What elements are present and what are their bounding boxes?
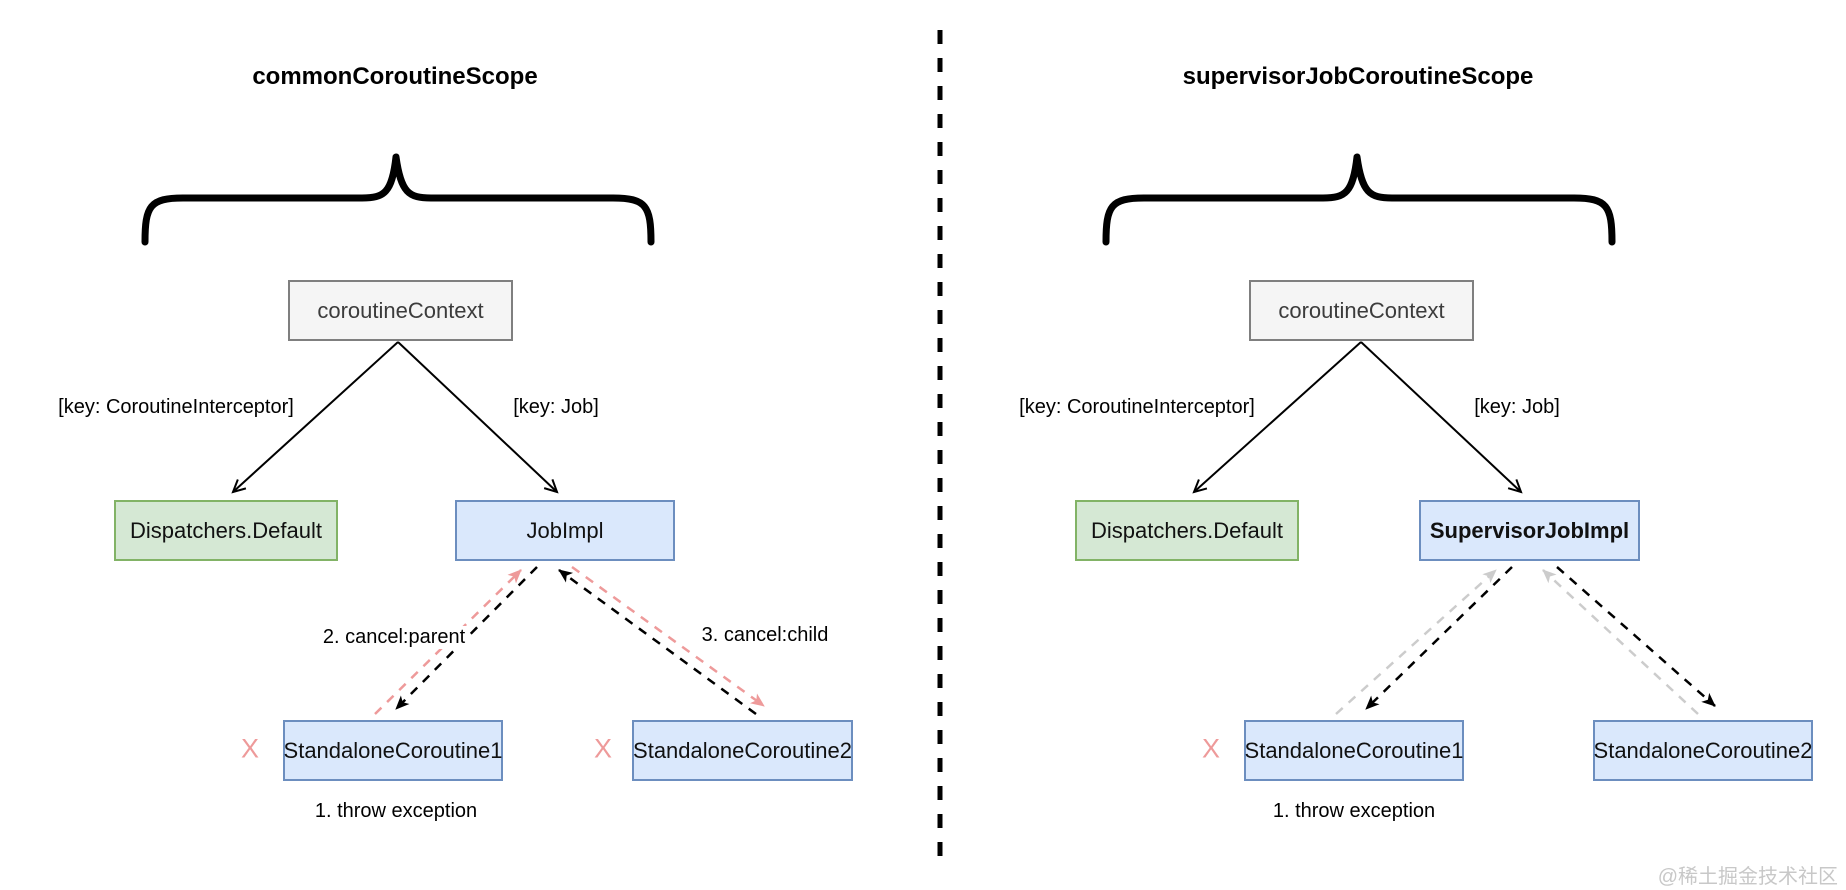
left-cancel-child-label: 3. cancel:child bbox=[699, 624, 831, 647]
right-coroutine-context-box: coroutineContext bbox=[1249, 280, 1474, 341]
arrow-left-child2-to-job-black bbox=[558, 568, 757, 716]
brace-left bbox=[141, 153, 655, 246]
left-jobimpl-box: JobImpl bbox=[455, 500, 675, 561]
arrow-right-child1-to-job-gray bbox=[1335, 569, 1497, 715]
left-diagram-title: commonCoroutineScope bbox=[252, 63, 538, 90]
left-key-interceptor-label: [key: CoroutineInterceptor] bbox=[56, 396, 296, 419]
watermark: @稀土掘金技术社区 bbox=[1657, 866, 1838, 888]
arrow-right-job-to-child2-black bbox=[1556, 566, 1716, 707]
left-coroutine-context-box: coroutineContext bbox=[288, 280, 513, 341]
arrow-right-context-to-job bbox=[1360, 341, 1523, 494]
right-supervisor-jobimpl-box: SupervisorJobImpl bbox=[1419, 500, 1640, 561]
arrow-left-cancel-child-pink bbox=[571, 565, 765, 708]
left-key-job-label: [key: Job] bbox=[511, 396, 601, 419]
right-key-job-label: [key: Job] bbox=[1472, 396, 1562, 419]
left-standalone-coroutine1-box: StandaloneCoroutine1 bbox=[283, 720, 503, 781]
brace-right bbox=[1102, 153, 1616, 246]
right-key-interceptor-label: [key: CoroutineInterceptor] bbox=[1017, 396, 1257, 419]
right-throw-exception-label: 1. throw exception bbox=[1270, 800, 1438, 823]
arrow-right-child2-to-job-gray bbox=[1542, 569, 1699, 715]
arrow-right-context-to-dispatcher bbox=[1192, 341, 1362, 494]
arrow-left-context-to-dispatcher bbox=[231, 341, 399, 494]
right-child1-cancelled-x-icon: X bbox=[1201, 733, 1221, 764]
left-cancel-parent-label: 2. cancel:parent bbox=[320, 626, 468, 649]
left-throw-exception-label: 1. throw exception bbox=[312, 800, 480, 823]
right-standalone-coroutine1-box: StandaloneCoroutine1 bbox=[1244, 720, 1464, 781]
arrow-right-job-to-child1-black bbox=[1365, 566, 1513, 710]
left-child2-cancelled-x-icon: X bbox=[593, 733, 613, 764]
left-child1-cancelled-x-icon: X bbox=[240, 733, 260, 764]
right-standalone-coroutine2-box: StandaloneCoroutine2 bbox=[1593, 720, 1813, 781]
left-dispatchers-default-box: Dispatchers.Default bbox=[114, 500, 338, 561]
left-standalone-coroutine2-box: StandaloneCoroutine2 bbox=[632, 720, 853, 781]
right-diagram-title: supervisorJobCoroutineScope bbox=[1182, 63, 1534, 90]
right-dispatchers-default-box: Dispatchers.Default bbox=[1075, 500, 1299, 561]
arrow-left-context-to-job bbox=[397, 341, 559, 494]
